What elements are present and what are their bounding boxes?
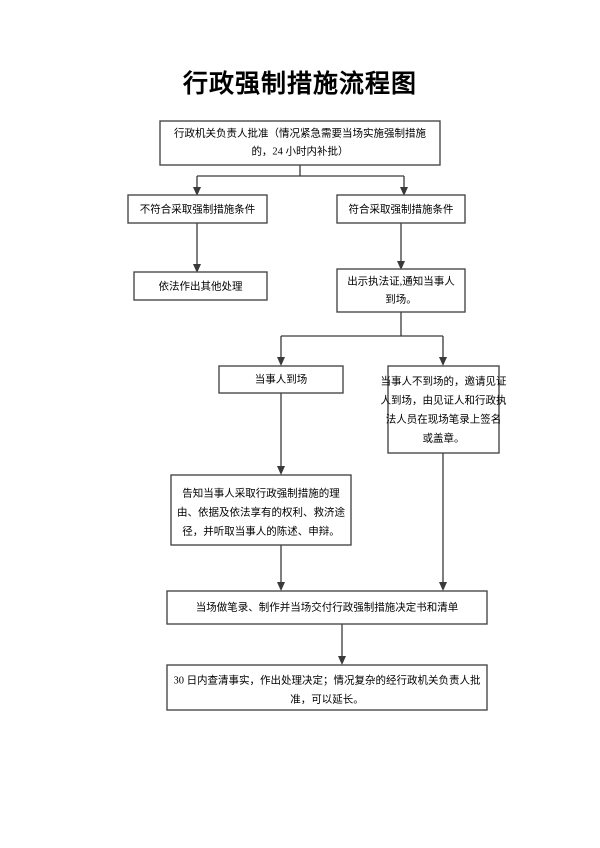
- node-line: 当场做笔录、制作并当场交付行政强制措施决定书和清单: [196, 600, 459, 613]
- arrowhead-to-n7: [439, 357, 447, 366]
- flow-node-inform-party-rights[interactable]: 告知当事人采取行政强制措施的理 由、依据及依法享有的权利、救济途 径，并听取当事…: [170, 474, 352, 546]
- arrowhead-to-n3: [400, 187, 408, 196]
- node-line: 法人员在现场笔录上签名: [386, 412, 502, 425]
- connector-n1-split: [196, 165, 405, 190]
- connector-n5-split: [280, 312, 444, 360]
- arrowhead-n8-to-n9: [277, 582, 285, 591]
- arrowhead-to-n4: [193, 264, 201, 273]
- flow-node-meeting-conditions[interactable]: 符合采取强制措施条件: [336, 194, 466, 224]
- node-box: [218, 365, 344, 394]
- node-box: [336, 194, 466, 224]
- page-title: 行政强制措施流程图: [182, 71, 417, 98]
- node-line: 行政机关负责人批准（情况紧急需要当场实施强制措施: [174, 126, 426, 139]
- node-line: 告知当事人采取行政强制措施的理: [182, 486, 340, 499]
- node-line: 由、依据及依法享有的权利、救济途: [177, 505, 345, 518]
- node-line: 当事人不到场的，邀请见证: [381, 374, 507, 387]
- node-line: 不符合采取强制措施条件: [140, 202, 256, 215]
- flow-node-party-present[interactable]: 当事人到场: [218, 365, 344, 394]
- node-box: [166, 590, 488, 625]
- arrowhead-to-n2: [193, 187, 201, 196]
- node-line: 或盖章。: [423, 431, 465, 444]
- node-box: [336, 268, 466, 313]
- flow-node-show-credentials[interactable]: 出示执法证,通知当事人 到场。: [336, 268, 466, 313]
- node-line: 当事人到场: [255, 372, 308, 385]
- node-box: [166, 664, 488, 711]
- node-line: 径，并听取当事人的陈述、申辩。: [182, 524, 340, 537]
- node-line: 出示执法证,通知当事人: [347, 274, 455, 287]
- node-box: [387, 365, 500, 454]
- flow-node-other-handling[interactable]: 依法作出其他处理: [133, 271, 268, 301]
- node-line: 符合采取强制措施条件: [349, 202, 454, 215]
- connectors: [193, 165, 447, 665]
- arrowhead-to-n10: [338, 656, 346, 665]
- node-box: [127, 194, 268, 224]
- node-line: 30 日内查清事实，作出处理决定；情况复杂的经行政机关负责人批: [173, 673, 481, 686]
- arrowhead-n7-to-n9: [439, 582, 447, 591]
- flow-node-onsite-record-decision[interactable]: 当场做笔录、制作并当场交付行政强制措施决定书和清单: [166, 590, 488, 625]
- node-line: 准，可以延长。: [290, 693, 364, 705]
- node-line: 人到场，由见证人和行政执: [381, 393, 507, 406]
- node-box: [170, 474, 352, 546]
- flow-node-30-day-decision[interactable]: 30 日内查清事实，作出处理决定；情况复杂的经行政机关负责人批 准，可以延长。: [166, 664, 488, 711]
- node-box: [159, 120, 441, 166]
- node-line: 的，24 小时内补批）: [251, 144, 348, 157]
- arrowhead-to-n5: [397, 261, 405, 270]
- node-line: 到场。: [385, 292, 417, 305]
- flow-node-approval[interactable]: 行政机关负责人批准（情况紧急需要当场实施强制措施 的，24 小时内补批）: [159, 120, 441, 166]
- node-line: 依法作出其他处理: [159, 279, 243, 292]
- arrowhead-to-n8: [277, 466, 285, 475]
- flow-node-not-meeting-conditions[interactable]: 不符合采取强制措施条件: [127, 194, 268, 224]
- node-box: [133, 271, 268, 301]
- arrowhead-to-n6: [277, 357, 285, 366]
- flow-node-party-absent-witness[interactable]: 当事人不到场的，邀请见证 人到场，由见证人和行政执 法人员在现场笔录上签名 或盖…: [381, 365, 507, 454]
